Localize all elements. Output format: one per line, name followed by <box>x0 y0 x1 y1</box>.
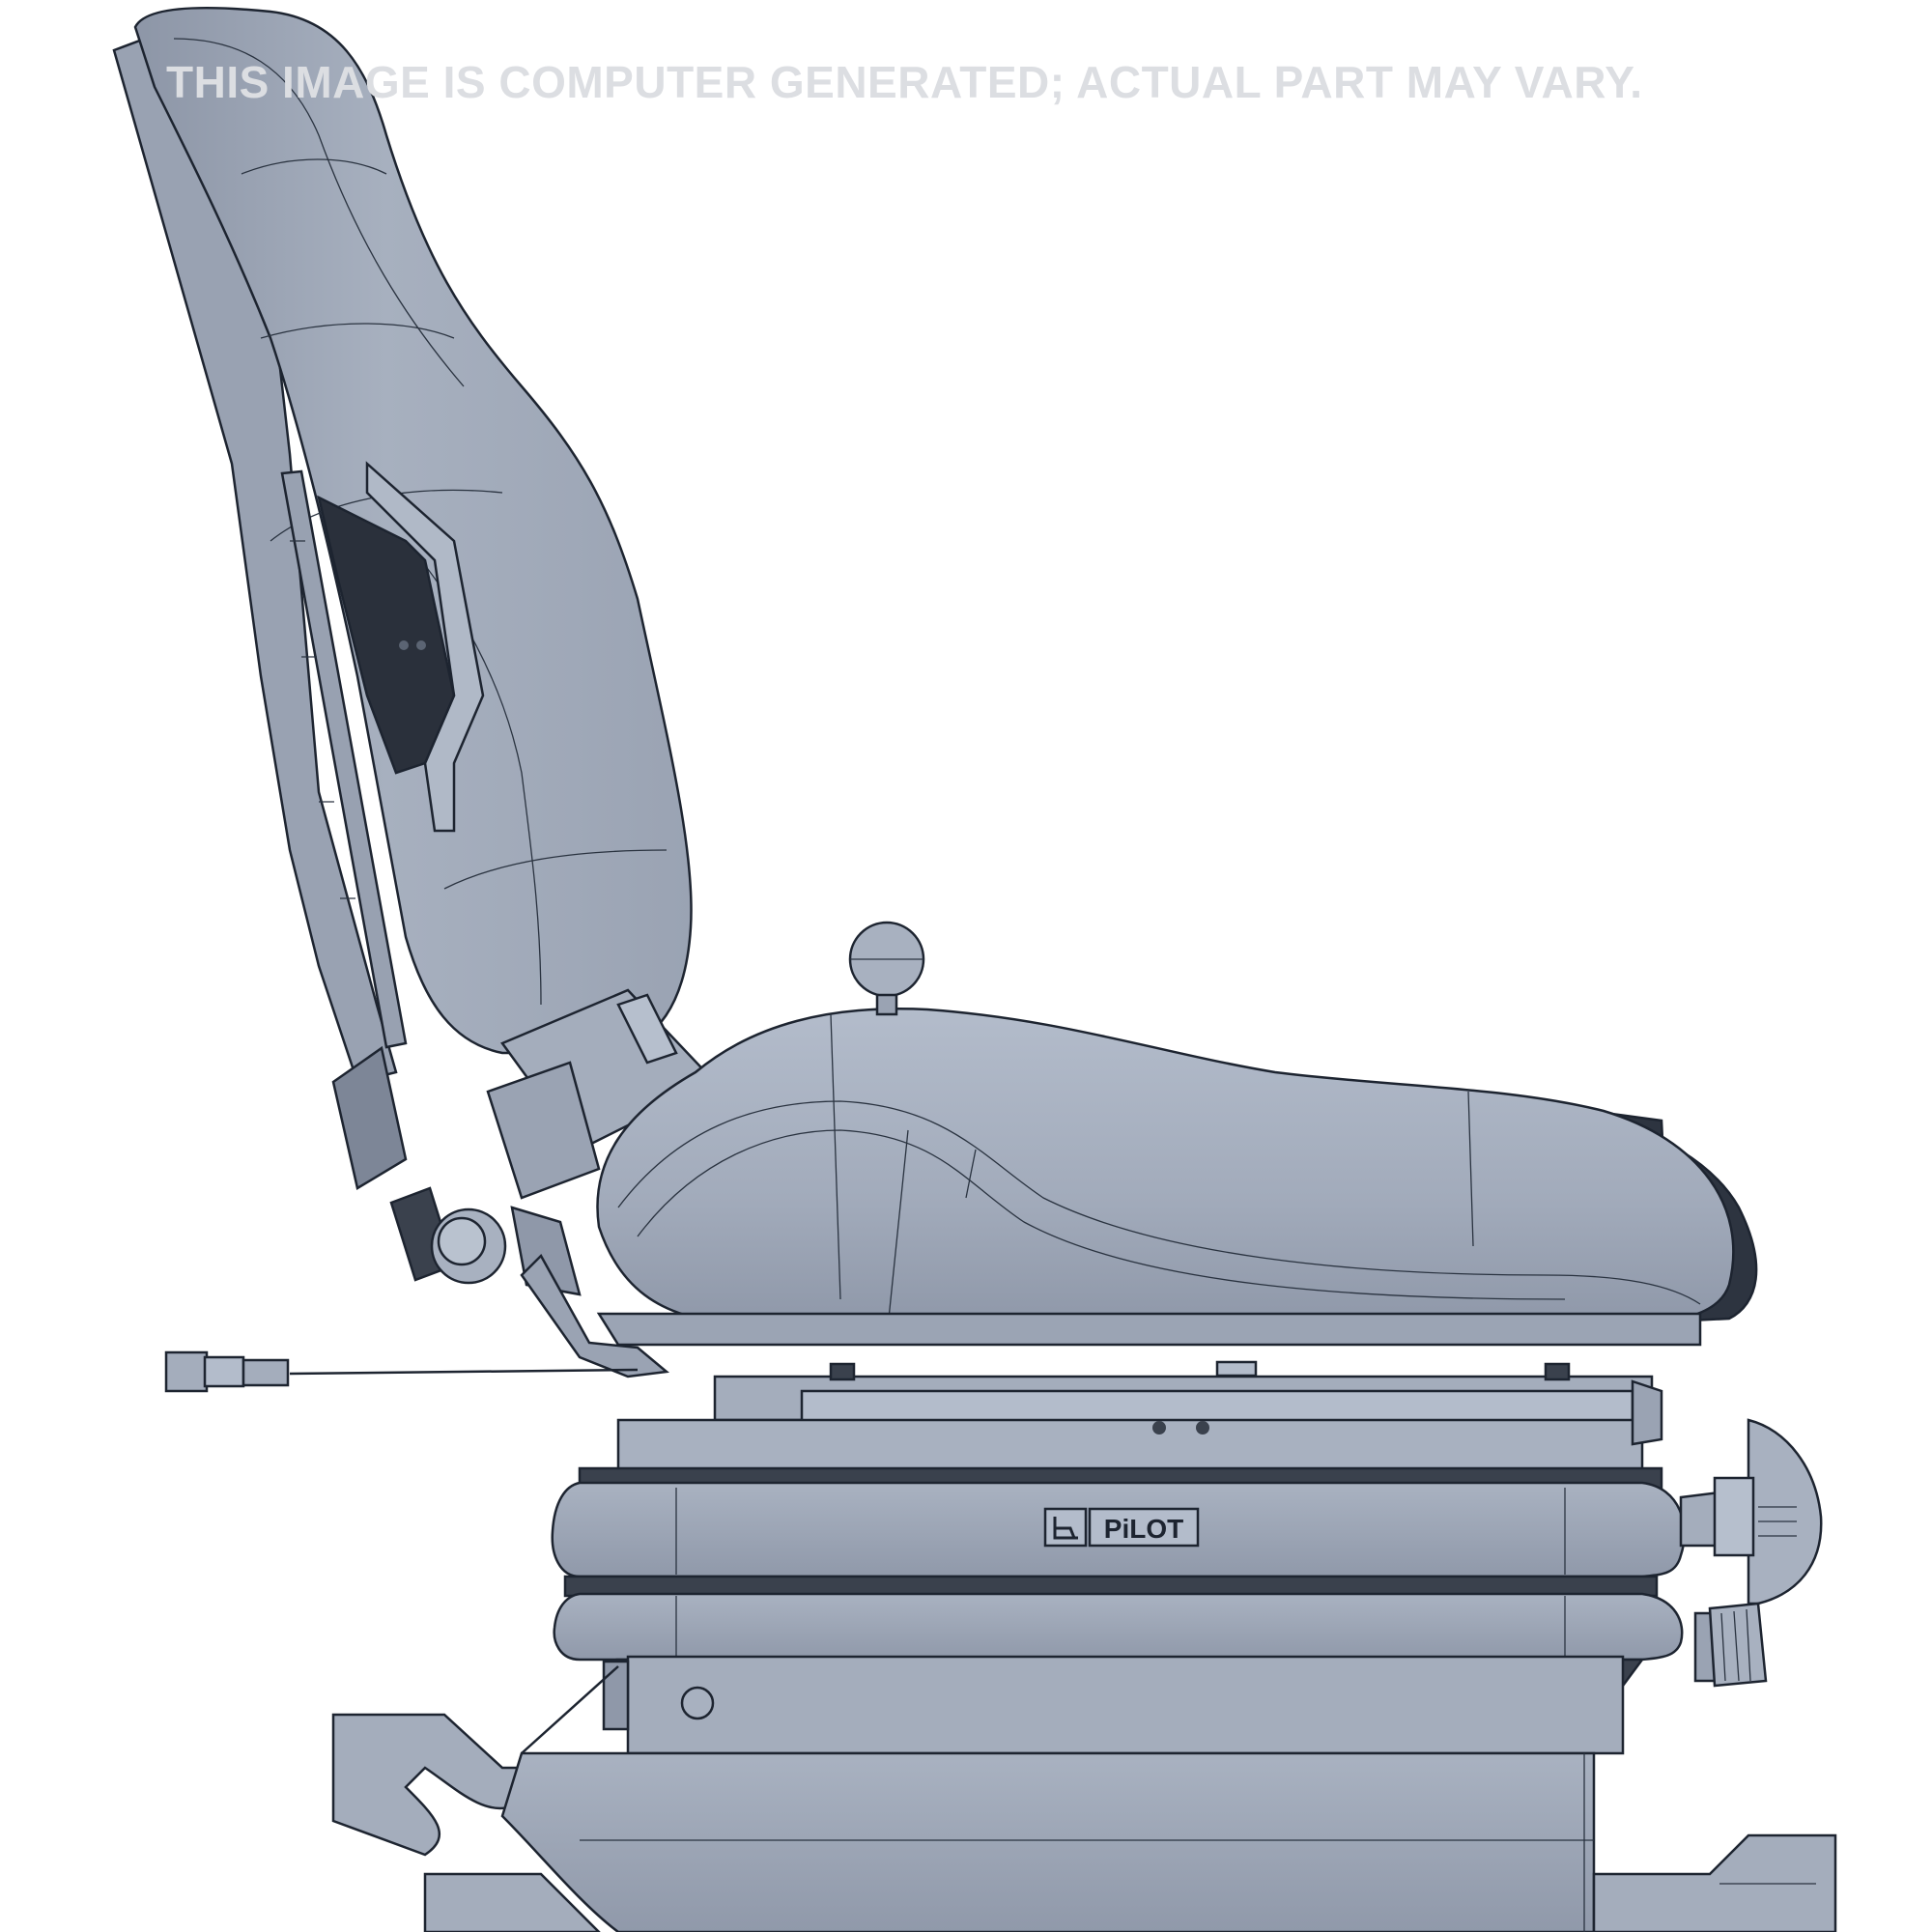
suspension-unit: PiLOT <box>551 1466 1686 1688</box>
plug-connector-icon <box>164 1350 290 1393</box>
brand-label: PiLOT <box>1104 1514 1183 1544</box>
round-knob-icon <box>1693 1602 1768 1688</box>
disclaimer-watermark: THIS IMAGE IS COMPUTER GENERATED; ACTUAL… <box>166 57 1643 107</box>
brand-badge: PiLOT <box>1043 1507 1200 1548</box>
slide-rails <box>520 1253 1663 1480</box>
sensor-cable <box>164 1350 639 1393</box>
seat-cushion <box>596 921 1758 1347</box>
seated-person-icon <box>1053 1517 1078 1540</box>
recline-hinge <box>331 988 718 1296</box>
backrest <box>112 6 693 1084</box>
adjustment-knobs <box>1679 1418 1823 1688</box>
base-frame <box>331 1655 1837 1932</box>
